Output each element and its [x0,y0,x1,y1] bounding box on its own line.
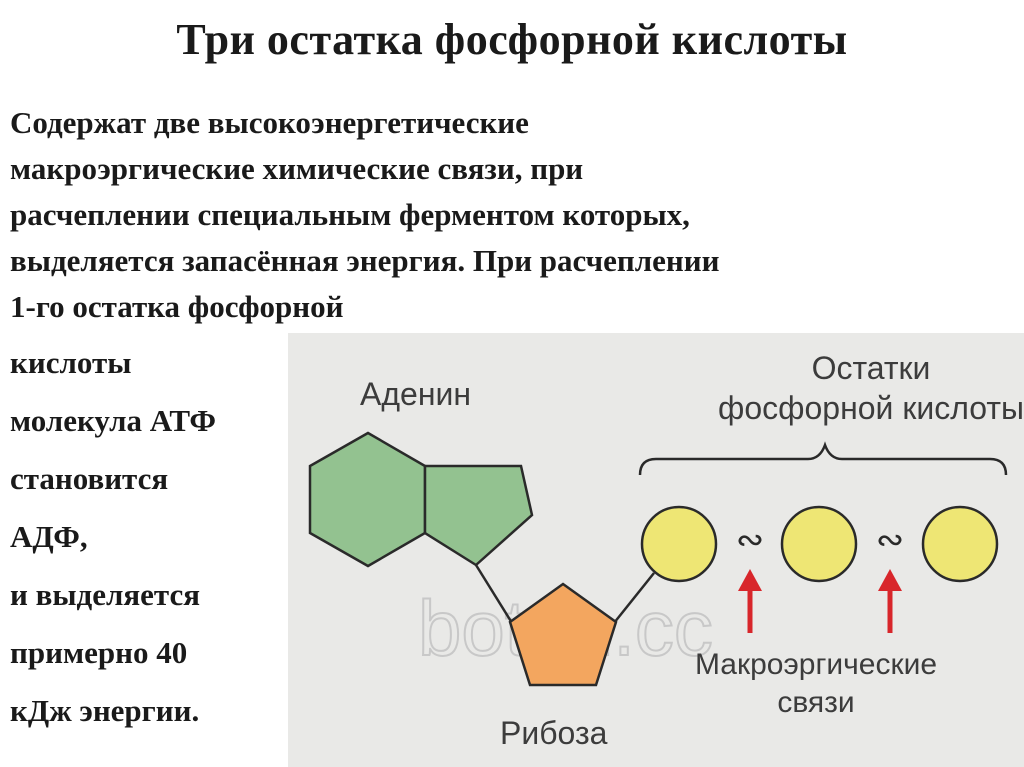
side-line: АДФ, [10,519,88,554]
side-line: кислоты [10,345,132,380]
atp-structure-figure: botan.cc Аденин Рибоза Остатки фосфорной… [288,333,1024,767]
ribose-label: Рибоза [500,715,608,751]
phosphate-circle [780,505,858,583]
adenine-pentagon [423,464,534,567]
arrow-up-icon [738,569,762,633]
side-line: становится [10,461,169,496]
ribose-phosphate-link [613,572,655,624]
paragraph-line: макроэргические химические связи, при [10,151,584,186]
paragraph-line: 1-го остатка фосфорной [10,289,344,324]
arrow-up-icon [878,569,902,633]
side-line: молекула АТФ [10,403,217,438]
phosphate-circle [640,505,718,583]
side-line: кДж энергии. [10,693,200,728]
adenine-hexagon [308,431,427,568]
adenine-label: Аденин [360,376,471,412]
ribose-pentagon [508,582,618,687]
phosphate-brace [638,441,1008,476]
paragraph-line: Содержат две высокоэнергетические [10,105,529,140]
bonds-label-line1: Макроэргические [695,648,937,681]
phosphate-circle [921,505,999,583]
bonds-label-line2: связи [777,686,854,719]
atp-diagram: botan.cc Аденин Рибоза Остатки фосфорной… [308,350,1024,751]
phosphate-label-line2: фосфорной кислоты [718,390,1024,426]
phosphate-label-line1: Остатки [812,350,931,386]
paragraph-line: расчеплении специальным ферментом которы… [10,197,690,232]
description-paragraph: Содержат две высокоэнергетические макроэ… [10,100,1010,330]
paragraph-line: выделяется запасённая энергия. При расче… [10,243,720,278]
side-text: кислоты молекула АТФ становится АДФ, и в… [10,334,300,740]
high-energy-bond-symbol: ∾ [736,520,765,560]
page-title: Три остатка фосфорной кислоты [176,15,848,64]
side-line: примерно 40 [10,635,188,670]
high-energy-bond-symbol: ∾ [876,520,905,560]
adenine-ribose-link [474,564,514,624]
side-line: и выделяется [10,577,201,612]
